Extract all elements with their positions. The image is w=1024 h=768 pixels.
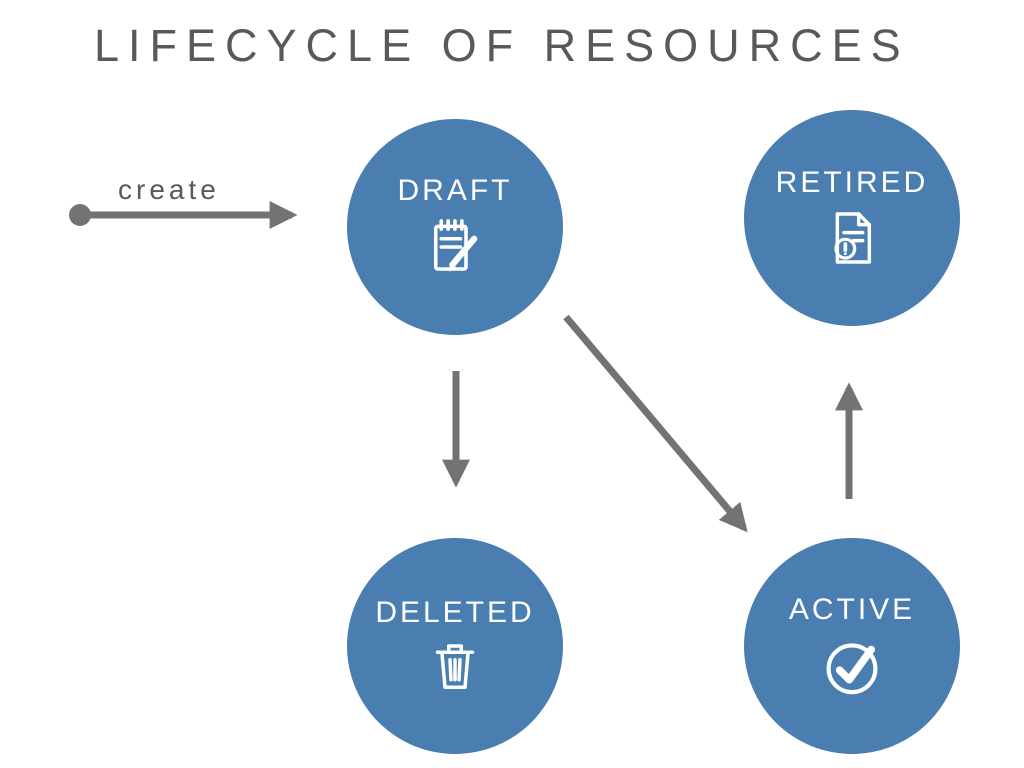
edge-create-start-dot [69,204,91,226]
node-deleted: DELETED [347,538,563,754]
node-deleted-label: DELETED [375,596,535,629]
node-retired: RETIRED [744,110,960,326]
document-alert-icon [820,206,884,270]
node-active-label: ACTIVE [788,593,916,626]
node-retired-label: RETIRED [775,166,929,199]
check-circle-icon [819,633,885,699]
memo-pencil-icon [422,214,488,280]
edge-draft-to-active-arrow [563,314,748,533]
diagram-title: LIFECYCLE OF RESOURCES [94,20,910,71]
node-draft-label: DRAFT [397,174,513,207]
edge-create-label: create [118,174,220,205]
trash-icon [425,636,485,696]
node-active: ACTIVE [744,538,960,754]
node-draft: DRAFT [347,119,563,335]
